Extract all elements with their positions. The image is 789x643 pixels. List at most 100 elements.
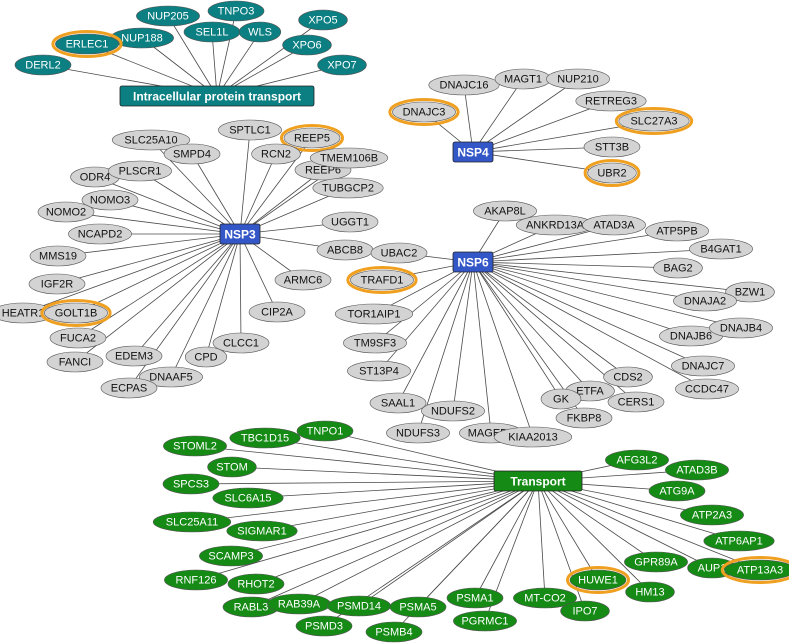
node-afg3l2[interactable]: AFG3L2 — [605, 449, 669, 471]
node-hm13[interactable]: HM13 — [625, 581, 675, 603]
node-slc6a15[interactable]: SLC6A15 — [212, 487, 284, 509]
node-ndufs2[interactable]: NDUFS2 — [421, 400, 485, 422]
node-saal1[interactable]: SAAL1 — [369, 392, 427, 414]
node-cpd[interactable]: CPD — [184, 346, 228, 368]
node-slc25a10[interactable]: SLC25A10 — [111, 129, 191, 151]
node-slc25a11[interactable]: SLC25A11 — [152, 511, 232, 533]
node-smpd4[interactable]: SMPD4 — [163, 143, 221, 165]
node-cds2[interactable]: CDS2 — [603, 366, 653, 388]
node-tubgcp2[interactable]: TUBGCP2 — [312, 177, 384, 199]
node-atp6ap1[interactable]: ATP6AP1 — [703, 530, 775, 552]
node-sel1l[interactable]: SEL1L — [183, 21, 241, 43]
hub-nsp3[interactable]: NSP3 — [219, 223, 261, 245]
node-edem3[interactable]: EDEM3 — [105, 345, 163, 367]
node-gpr89a[interactable]: GPR89A — [624, 551, 688, 573]
node-armc6[interactable]: ARMC6 — [274, 269, 332, 291]
node-dnaaf5[interactable]: DNAAF5 — [139, 366, 203, 388]
node-ecpas[interactable]: ECPAS — [100, 377, 158, 399]
node-atp2a3[interactable]: ATP2A3 — [680, 504, 744, 526]
node-xpo7[interactable]: XPO7 — [317, 54, 367, 76]
node-atad3b[interactable]: ATAD3B — [665, 459, 729, 481]
node-atp5pb[interactable]: ATP5PB — [645, 220, 709, 242]
node-psmd14[interactable]: PSMD14 — [327, 595, 391, 617]
node-plscr1[interactable]: PLSCR1 — [108, 160, 172, 182]
node-atad3a[interactable]: ATAD3A — [582, 214, 646, 236]
node-cip2a[interactable]: CIP2A — [248, 301, 306, 323]
node-kiaa2013[interactable]: KIAA2013 — [493, 426, 573, 448]
node-huwe1[interactable]: HUWE1 — [566, 566, 630, 594]
hub-transport[interactable]: Transport — [493, 470, 583, 492]
node-tbc1d15[interactable]: TBC1D15 — [229, 427, 301, 449]
node-heatr1[interactable]: HEATR1 — [0, 302, 55, 324]
node-tnpo1[interactable]: TNPO1 — [296, 420, 354, 442]
node-rhot2[interactable]: RHOT2 — [227, 573, 285, 595]
node-abcb8[interactable]: ABCB8 — [316, 239, 374, 261]
node-dnajb6[interactable]: DNAJB6 — [659, 325, 723, 347]
node-reep5[interactable]: REEP5 — [280, 124, 344, 152]
node-dnajc7[interactable]: DNAJC7 — [671, 355, 735, 377]
node-scamp3[interactable]: SCAMP3 — [199, 545, 263, 567]
node-ncapd2[interactable]: NCAPD2 — [68, 223, 132, 245]
node-psma5[interactable]: PSMA5 — [389, 596, 447, 618]
node-igf2r[interactable]: IGF2R — [28, 273, 86, 295]
node-psma1[interactable]: PSMA1 — [446, 587, 504, 609]
node-sptlc1[interactable]: SPTLC1 — [218, 119, 282, 141]
node-nomo3[interactable]: NOMO3 — [81, 189, 139, 211]
node-odr4[interactable]: ODR4 — [70, 166, 120, 188]
node-rabl3[interactable]: RABL3 — [222, 596, 280, 618]
node-sigmar1[interactable]: SIGMAR1 — [226, 520, 298, 542]
node-nup210[interactable]: NUP210 — [546, 68, 610, 90]
node-xpo6[interactable]: XPO6 — [282, 34, 332, 56]
node-mms19[interactable]: MMS19 — [29, 245, 87, 267]
node-tm9sf3[interactable]: TM9SF3 — [343, 332, 407, 354]
hub-nsp6[interactable]: NSP6 — [452, 251, 494, 273]
node-dnaja2[interactable]: DNAJA2 — [673, 290, 737, 312]
node-stoml2[interactable]: STOML2 — [163, 435, 227, 457]
node-atg9a[interactable]: ATG9A — [648, 480, 706, 502]
node-st13p4[interactable]: ST13P4 — [347, 360, 411, 382]
node-tor1aip1[interactable]: TOR1AIP1 — [334, 303, 414, 325]
node-bag2[interactable]: BAG2 — [653, 257, 703, 279]
hub-nsp4[interactable]: NSP4 — [452, 141, 494, 163]
node-xpo5[interactable]: XPO5 — [298, 9, 348, 31]
node-trafd1[interactable]: TRAFD1 — [346, 266, 418, 294]
node-ubr2[interactable]: UBR2 — [583, 159, 641, 187]
node-psmb4[interactable]: PSMB4 — [365, 621, 423, 643]
node-akap8l[interactable]: AKAP8L — [473, 200, 537, 222]
node-stt3b[interactable]: STT3B — [583, 136, 641, 158]
node-b4gat1[interactable]: B4GAT1 — [689, 238, 753, 260]
node-rab39a[interactable]: RAB39A — [267, 593, 331, 615]
node-cers1[interactable]: CERS1 — [607, 391, 665, 413]
node-fkbp8[interactable]: FKBP8 — [555, 407, 613, 429]
node-dnajc16[interactable]: DNAJC16 — [428, 74, 500, 96]
node-ubac2[interactable]: UBAC2 — [370, 242, 428, 264]
node-golt1b[interactable]: GOLT1B — [40, 299, 112, 327]
node-slc27a3[interactable]: SLC27A3 — [614, 107, 694, 135]
node-gk[interactable]: GK — [540, 388, 582, 410]
node-stom[interactable]: STOM — [207, 456, 257, 478]
node-bzw1[interactable]: BZW1 — [725, 281, 775, 303]
node-ndufs3[interactable]: NDUFS3 — [386, 422, 450, 444]
node-erlec1[interactable]: ERLEC1 — [51, 30, 123, 58]
node-ankrd13a[interactable]: ANKRD13A — [515, 214, 595, 236]
node-dnajb4[interactable]: DNAJB4 — [709, 317, 773, 339]
node-retreg3[interactable]: RETREG3 — [575, 90, 647, 112]
node-ipo7[interactable]: IPO7 — [560, 600, 610, 622]
node-rnf126[interactable]: RNF126 — [164, 569, 228, 591]
node-tmem106b[interactable]: TMEM106B — [309, 147, 389, 169]
node-uggt1[interactable]: UGGT1 — [321, 211, 379, 233]
node-nomo2[interactable]: NOMO2 — [37, 201, 95, 223]
node-dnajc3[interactable]: DNAJC3 — [388, 98, 460, 126]
node-tnpo3[interactable]: TNPO3 — [207, 0, 265, 22]
node-psmd3[interactable]: PSMD3 — [295, 615, 353, 637]
node-mt-co2[interactable]: MT-CO2 — [513, 587, 577, 609]
node-wls[interactable]: WLS — [238, 21, 282, 43]
node-pgrmc1[interactable]: PGRMC1 — [453, 610, 517, 632]
node-nup205[interactable]: NUP205 — [136, 5, 200, 27]
node-fuca2[interactable]: FUCA2 — [49, 327, 107, 349]
node-atp13a3[interactable]: ATP13A3 — [720, 556, 789, 584]
node-derl2[interactable]: DERL2 — [14, 54, 72, 76]
hub-intracellular-protein-transport[interactable]: Intracellular protein transport — [119, 85, 315, 107]
node-fanci[interactable]: FANCI — [46, 351, 104, 373]
node-ccdc47[interactable]: CCDC47 — [675, 378, 739, 400]
